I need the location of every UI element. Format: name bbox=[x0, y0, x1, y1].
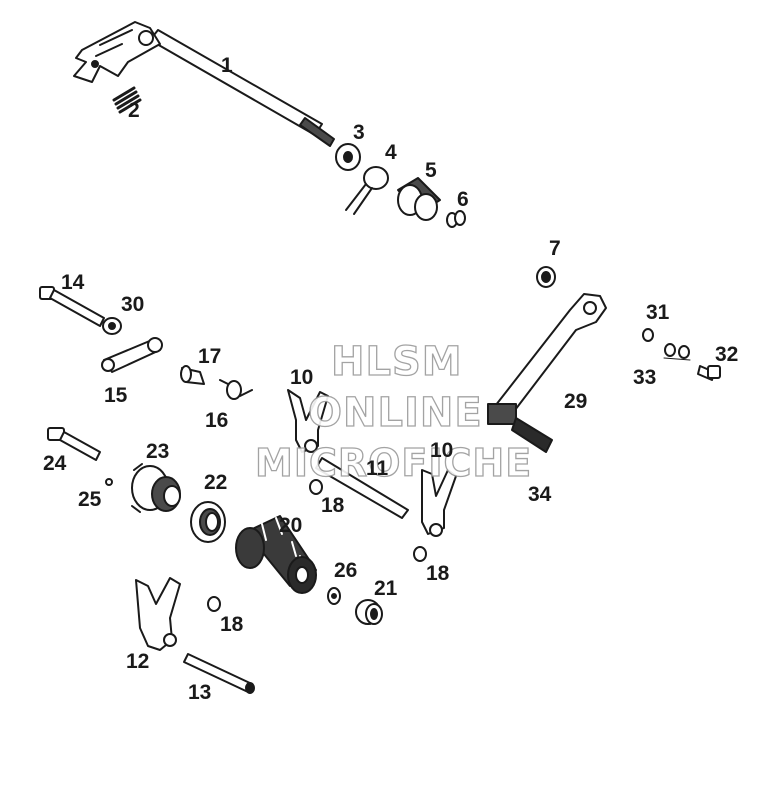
bearing-part bbox=[190, 501, 226, 543]
bushing-part bbox=[397, 177, 441, 221]
callout-label: 3 bbox=[353, 121, 365, 144]
callout-label: 34 bbox=[528, 483, 552, 506]
shift-fork-part bbox=[421, 469, 457, 537]
callout-label: 32 bbox=[715, 343, 739, 366]
shift-fork-part bbox=[135, 577, 181, 651]
watermark-line: HLSM bbox=[330, 339, 463, 385]
callout-label: 10 bbox=[430, 439, 454, 462]
torsion-spring-part bbox=[219, 379, 253, 400]
shift-drum-part bbox=[235, 515, 317, 594]
callout-label: 14 bbox=[61, 271, 85, 294]
guide-pin-part bbox=[309, 479, 323, 495]
nut-part bbox=[105, 478, 113, 486]
shift-lever-plate-part bbox=[101, 337, 163, 373]
shift-shaft-part bbox=[73, 21, 335, 147]
washer-part bbox=[335, 143, 361, 171]
watermark-line: MICROFICHE bbox=[254, 441, 533, 485]
washer-part bbox=[642, 328, 654, 342]
callout-label: 10 bbox=[290, 366, 314, 389]
callout-label: 25 bbox=[78, 488, 102, 511]
seal-part bbox=[536, 266, 556, 288]
callout-label: 7 bbox=[549, 237, 561, 260]
callout-label: 30 bbox=[121, 293, 145, 316]
callout-label: 18 bbox=[321, 494, 345, 517]
callout-label: 16 bbox=[205, 409, 229, 432]
locating-star-part bbox=[131, 463, 181, 513]
guide-pin-part bbox=[207, 596, 221, 612]
fork-shaft-part bbox=[183, 653, 255, 694]
bearing-part bbox=[355, 599, 383, 625]
callout-label: 17 bbox=[198, 345, 222, 368]
washer-part bbox=[102, 317, 122, 335]
screw-part bbox=[697, 365, 721, 381]
bolt-part bbox=[47, 427, 101, 461]
roller-part bbox=[180, 365, 205, 385]
o-ring-part bbox=[446, 210, 466, 228]
callout-label: 29 bbox=[564, 390, 588, 413]
callout-label: 15 bbox=[104, 384, 128, 407]
washer-part bbox=[663, 343, 691, 361]
callout-label: 4 bbox=[385, 141, 397, 164]
circlip-part bbox=[345, 166, 389, 215]
callout-label: 22 bbox=[204, 471, 228, 494]
callout-label: 23 bbox=[146, 440, 170, 463]
callout-label: 26 bbox=[334, 559, 358, 582]
callout-label: 2 bbox=[128, 99, 140, 122]
callout-label: 12 bbox=[126, 650, 150, 673]
callout-label: 20 bbox=[279, 514, 303, 537]
shift-fork-part bbox=[287, 389, 329, 453]
shift-lever-part bbox=[487, 293, 607, 425]
pivot-spring-part bbox=[511, 417, 553, 453]
washer-part bbox=[327, 587, 341, 605]
guide-pin-part bbox=[413, 546, 427, 562]
callout-label: 5 bbox=[425, 159, 437, 182]
callout-label: 6 bbox=[457, 188, 469, 211]
callout-label: 18 bbox=[426, 562, 450, 585]
callout-label: 11 bbox=[366, 457, 389, 480]
callout-label: 1 bbox=[221, 54, 233, 77]
callout-label: 24 bbox=[43, 452, 67, 475]
callout-label: 31 bbox=[646, 301, 670, 324]
bolt-part bbox=[39, 286, 105, 327]
callout-label: 33 bbox=[633, 366, 657, 389]
fork-shaft-part bbox=[315, 457, 409, 519]
watermark-line: ONLINE bbox=[307, 390, 483, 436]
callout-label: 18 bbox=[220, 613, 244, 636]
callout-label: 13 bbox=[188, 681, 212, 704]
callout-label: 21 bbox=[374, 577, 398, 600]
spring-part bbox=[112, 86, 142, 114]
